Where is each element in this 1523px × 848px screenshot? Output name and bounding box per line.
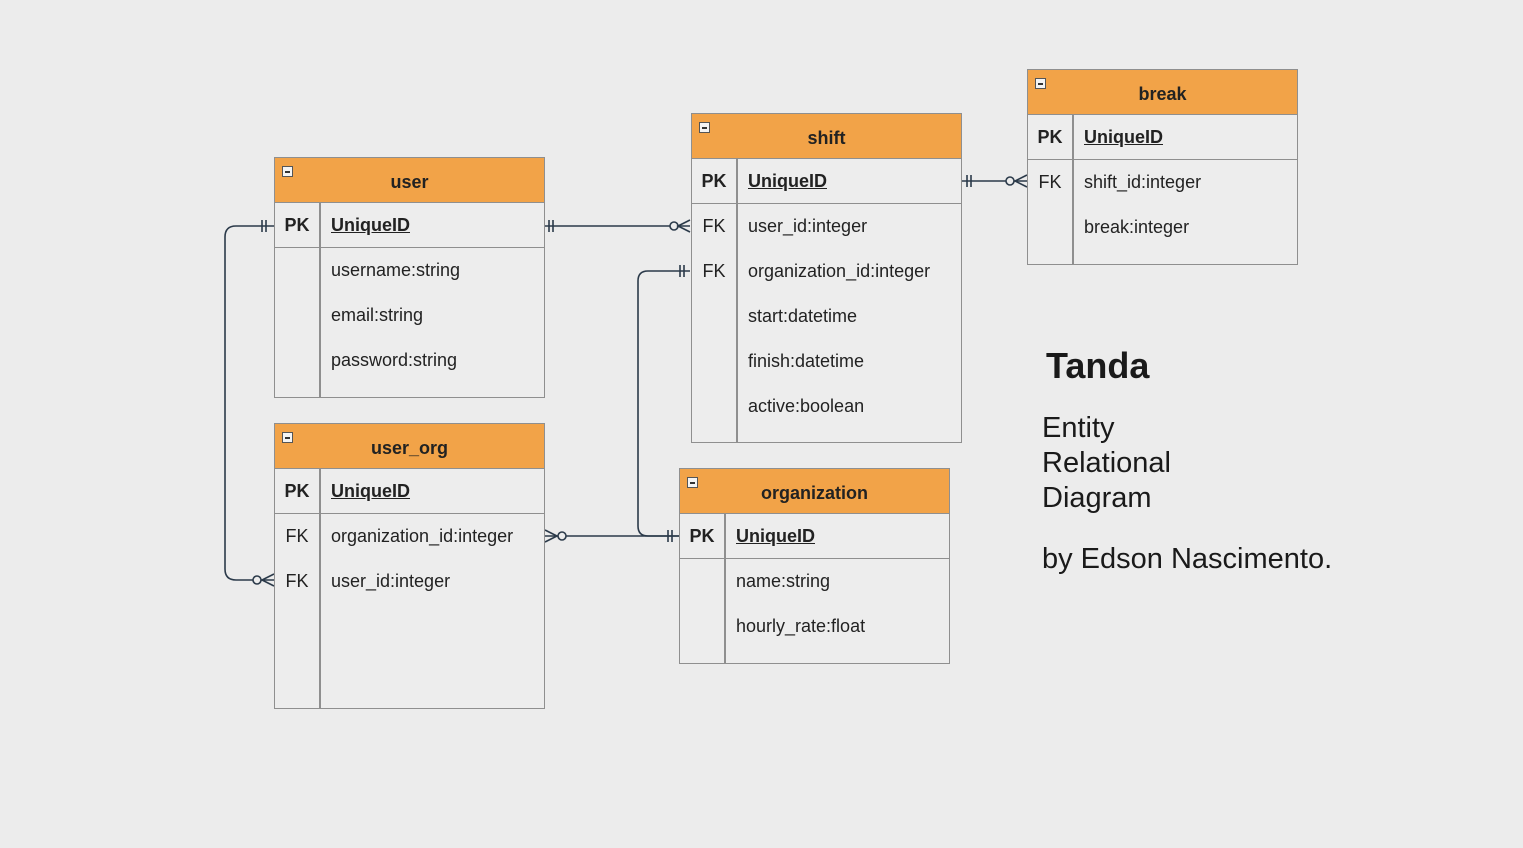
rel-org-shift-one-mark-shift: [679, 265, 685, 277]
entity-user-field-row[interactable]: email:string: [275, 293, 544, 338]
field-name: user_id:integer: [748, 216, 868, 236]
entity-break-header[interactable]: break: [1028, 70, 1297, 115]
field-name: finish:datetime: [748, 351, 865, 371]
rel-shift-break-one-mark: [966, 175, 972, 187]
entity-break[interactable]: break PK UniqueID FK shift_id:integer br…: [1027, 69, 1298, 265]
pk-field: UniqueID: [331, 214, 410, 235]
entity-shift-field-row[interactable]: start:datetime: [692, 294, 961, 339]
entity-user-org[interactable]: user_org PK UniqueID FK organization_id:…: [274, 423, 545, 709]
field-name: shift_id:integer: [1084, 172, 1202, 192]
entity-break-field-row[interactable]: FK shift_id:integer: [1028, 160, 1297, 205]
diagram-subtitle: Entity Relational Diagram: [1042, 412, 1171, 514]
fk-label: FK: [702, 261, 726, 281]
entity-organization-pk-row[interactable]: PK UniqueID: [680, 514, 949, 559]
entity-break-field-row[interactable]: break:integer: [1028, 205, 1297, 250]
pk-field: UniqueID: [331, 480, 410, 501]
field-name: organization_id:integer: [748, 261, 931, 281]
pk-label: PK: [689, 525, 715, 546]
entity-organization[interactable]: organization PK UniqueID name:string hou…: [679, 468, 950, 664]
rel-shift-break-zero-mark: [1005, 176, 1015, 186]
rel-user-shift-many-mark: [676, 219, 691, 233]
entity-organization-field-row[interactable]: hourly_rate:float: [680, 604, 949, 649]
collapse-icon[interactable]: [282, 432, 293, 443]
rel-user-userorg-one-mark: [261, 220, 267, 232]
pk-field: UniqueID: [1084, 126, 1163, 147]
column-divider: [319, 469, 321, 708]
entity-user-field-row[interactable]: password:string: [275, 338, 544, 383]
pk-label: PK: [284, 214, 310, 235]
fk-label: FK: [702, 216, 726, 236]
entity-user-org-field-row[interactable]: FK organization_id:integer: [275, 514, 544, 559]
pk-field: UniqueID: [748, 170, 827, 191]
pk-field: UniqueID: [736, 525, 815, 546]
pk-label: PK: [1037, 126, 1063, 147]
entity-shift-field-row[interactable]: finish:datetime: [692, 339, 961, 384]
entity-shift-field-row[interactable]: FK organization_id:integer: [692, 249, 961, 294]
entity-shift-header[interactable]: shift: [692, 114, 961, 159]
column-divider: [1072, 115, 1074, 264]
field-name: username:string: [331, 260, 461, 280]
rel-shift-break-many-mark: [1013, 174, 1028, 188]
entity-shift-pk-row[interactable]: PK UniqueID: [692, 159, 961, 204]
field-name: active:boolean: [748, 396, 865, 416]
fk-label: FK: [285, 526, 309, 546]
field-name: password:string: [331, 350, 458, 370]
fk-label: FK: [285, 571, 309, 591]
entity-user[interactable]: user PK UniqueID username:string email:s…: [274, 157, 545, 398]
field-name: name:string: [736, 571, 831, 591]
field-name: organization_id:integer: [331, 526, 514, 546]
collapse-icon[interactable]: [687, 477, 698, 488]
entity-break-pk-row[interactable]: PK UniqueID: [1028, 115, 1297, 160]
rel-org-shift-one-mark-org: [667, 530, 673, 542]
rel-user-shift-one-mark: [548, 220, 554, 232]
rel-user-userorg-line: [224, 225, 274, 581]
column-divider: [724, 514, 726, 663]
column-divider: [319, 203, 321, 397]
entity-user-pk-row[interactable]: PK UniqueID: [275, 203, 544, 248]
entity-user-org-field-row[interactable]: FK user_id:integer: [275, 559, 544, 604]
entity-user-org-pk-row[interactable]: PK UniqueID: [275, 469, 544, 514]
diagram-heading: Tanda: [1046, 345, 1150, 386]
rel-user-userorg-zero-mark: [252, 575, 262, 585]
entity-break-title: break: [1138, 83, 1187, 104]
entity-user-field-row[interactable]: username:string: [275, 248, 544, 293]
entity-organization-title: organization: [761, 482, 868, 503]
collapse-icon[interactable]: [1035, 78, 1046, 89]
column-divider: [736, 159, 738, 442]
field-name: start:datetime: [748, 306, 858, 326]
rel-userorg-org-many-mark: [544, 529, 559, 543]
entity-user-org-header[interactable]: user_org: [275, 424, 544, 469]
field-name: hourly_rate:float: [736, 616, 866, 636]
entity-shift-field-row[interactable]: FK user_id:integer: [692, 204, 961, 249]
entity-organization-header[interactable]: organization: [680, 469, 949, 514]
entity-shift[interactable]: shift PK UniqueID FK user_id:integer FK …: [691, 113, 962, 443]
rel-userorg-org-zero-mark: [557, 531, 567, 541]
entity-user-title: user: [390, 171, 429, 192]
entity-shift-title: shift: [807, 127, 846, 148]
entity-shift-field-row[interactable]: active:boolean: [692, 384, 961, 429]
pk-label: PK: [701, 170, 727, 191]
rel-user-userorg-many-mark: [260, 573, 275, 587]
field-name: email:string: [331, 305, 424, 325]
entity-user-org-title: user_org: [370, 437, 449, 458]
rel-user-shift-zero-mark: [669, 221, 679, 231]
entity-user-header[interactable]: user: [275, 158, 544, 203]
field-name: break:integer: [1084, 217, 1190, 237]
fk-label: FK: [1038, 172, 1062, 192]
field-name: user_id:integer: [331, 571, 451, 591]
entity-organization-field-row[interactable]: name:string: [680, 559, 949, 604]
pk-label: PK: [284, 480, 310, 501]
diagram-author: by Edson Nascimento.: [1042, 543, 1333, 575]
collapse-icon[interactable]: [282, 166, 293, 177]
collapse-icon[interactable]: [699, 122, 710, 133]
